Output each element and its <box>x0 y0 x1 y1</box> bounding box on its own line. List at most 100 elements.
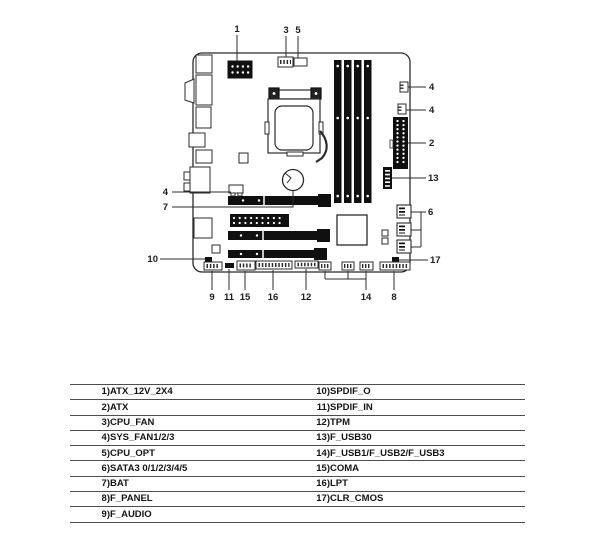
f-usb30-connector <box>383 167 392 189</box>
clr-cmos-jumper <box>392 257 399 262</box>
sata3-connectors <box>396 204 412 254</box>
dimm-slot-1 <box>334 60 342 203</box>
legend-num: 10) <box>285 383 330 401</box>
pcie-x16-slot-2 <box>228 231 317 240</box>
legend-row: 2) ATX 11) SPDIF_IN <box>70 399 525 416</box>
legend-row: 5) CPU_OPT 14) F_USB1/F_USB2/F_USB3 <box>70 445 525 462</box>
legend-name: COMA <box>330 460 525 477</box>
legend-name: CPU_FAN <box>110 414 285 431</box>
legend-name: SPDIF_IN <box>330 399 525 416</box>
legend-row: 7) BAT 16) LPT <box>70 475 525 493</box>
tpm-header <box>294 260 319 269</box>
legend-row: 8) F_PANEL 17) CLR_CMOS <box>70 491 525 508</box>
bottom-headers <box>203 257 411 271</box>
callout-10-spdif-o: 10 <box>147 254 158 265</box>
legend-name: LPT <box>330 475 525 493</box>
rear-io-ports <box>183 54 213 194</box>
legend-num: 5) <box>70 445 110 462</box>
legend-name: CPU_OPT <box>110 445 285 462</box>
callout-3-cpu-fan: 3 <box>283 25 288 36</box>
legend-row: 3) CPU_FAN 12) TPM <box>70 414 525 431</box>
legend-name: BAT <box>110 475 285 493</box>
legend-num: 13) <box>285 429 330 447</box>
legend-num: 7) <box>70 475 110 493</box>
legend-num: 12) <box>285 414 330 431</box>
legend-name: F_USB30 <box>330 429 525 447</box>
dimm-slot-2 <box>344 60 352 203</box>
legend-num: 9) <box>70 506 110 523</box>
legend-name: ATX_12V_2X4 <box>110 383 285 401</box>
callout-15-coma: 15 <box>240 292 251 303</box>
legend-row: 9) F_AUDIO <box>70 506 525 523</box>
dimm-slot-4 <box>364 60 372 203</box>
legend-num: 16) <box>285 475 330 493</box>
legend-num: 1) <box>70 383 110 401</box>
callout-17-clr-cmos: 17 <box>430 255 441 266</box>
pcie-x16-slot-1 <box>228 196 318 205</box>
legend-name: ATX <box>110 399 285 416</box>
legend-num <box>285 506 330 523</box>
legend-num: 17) <box>285 491 330 508</box>
pcie-slots <box>228 194 331 260</box>
legend-num: 14) <box>285 445 330 462</box>
coma-header <box>236 260 256 271</box>
cpu-socket <box>264 87 328 163</box>
legend-name: CLR_CMOS <box>330 491 525 508</box>
callout-12-tpm: 12 <box>301 292 312 303</box>
callout-13-f-usb30: 13 <box>428 173 439 184</box>
callout-2-atx: 2 <box>429 138 434 149</box>
legend-name: TPM <box>330 414 525 431</box>
callout-11-spdif-in: 11 <box>224 292 235 303</box>
callout-5-cpu-opt: 5 <box>295 25 301 36</box>
pcie-x16-slot-3 <box>228 250 314 258</box>
legend-name: F_USB1/F_USB2/F_USB3 <box>330 445 525 462</box>
legend-num: 4) <box>70 429 110 447</box>
spdif-o-jumper <box>205 257 212 262</box>
legend-num: 8) <box>70 491 110 508</box>
battery <box>281 168 305 192</box>
dimm-slots <box>334 60 372 203</box>
legend-num: 11) <box>285 399 330 416</box>
legend-name <box>330 506 525 523</box>
legend-num: 2) <box>70 399 110 416</box>
callout-4-sys-fan2: 4 <box>429 105 435 116</box>
small-components <box>193 152 389 254</box>
callout-labels: 1 3 5 4 4 2 13 6 17 4 7 10 9 11 15 16 12… <box>147 24 440 303</box>
atx-12v-connector <box>227 60 253 79</box>
dimm-slot-3 <box>354 60 362 203</box>
cpu-fan-connector <box>277 56 294 68</box>
vga-port <box>184 78 195 104</box>
sys-fan1-connector <box>399 81 409 93</box>
legend-table: 1) ATX_12V_2X4 10) SPDIF_O 2) ATX 11) SP… <box>70 383 525 523</box>
callout-14-f-usb123: 14 <box>361 292 372 303</box>
f-usb3-header <box>359 261 374 271</box>
legend-num: 6) <box>70 460 110 477</box>
spdif-in-jumper <box>225 263 234 268</box>
callout-8-f-panel: 8 <box>391 292 396 303</box>
chipset <box>336 214 368 246</box>
legend-row: 6) SATA3 0/1/2/3/4/5 15) COMA <box>70 460 525 477</box>
callout-4-sys-fan3: 4 <box>163 187 169 198</box>
callout-9-f-audio: 9 <box>209 292 214 303</box>
legend-num: 3) <box>70 414 110 431</box>
legend-name: F_PANEL <box>110 491 285 508</box>
atx-24pin-connector <box>389 117 408 169</box>
callout-4-sys-fan1: 4 <box>429 82 435 93</box>
cpu-opt-connector <box>293 57 308 67</box>
callout-6-sata3: 6 <box>428 207 433 218</box>
legend-name: SATA3 0/1/2/3/4/5 <box>110 460 285 477</box>
callout-leader-lines <box>160 35 428 290</box>
legend-name: F_AUDIO <box>110 506 285 523</box>
callout-16-lpt: 16 <box>268 292 279 303</box>
legend-name: SPDIF_O <box>330 383 525 401</box>
callout-1-atx-12v: 1 <box>234 24 240 35</box>
socket-lever <box>315 130 328 163</box>
legend-num: 15) <box>285 460 330 477</box>
sys-fan2-connector <box>397 103 407 115</box>
header-block <box>230 214 289 227</box>
motherboard-diagram: 1 3 5 4 4 2 13 6 17 4 7 10 9 11 15 16 12… <box>147 24 440 303</box>
legend-name: SYS_FAN1/2/3 <box>110 429 285 447</box>
legend-row: 4) SYS_FAN1/2/3 13) F_USB30 <box>70 429 525 447</box>
f-panel-header <box>379 261 411 271</box>
callout-7-bat: 7 <box>163 202 168 213</box>
